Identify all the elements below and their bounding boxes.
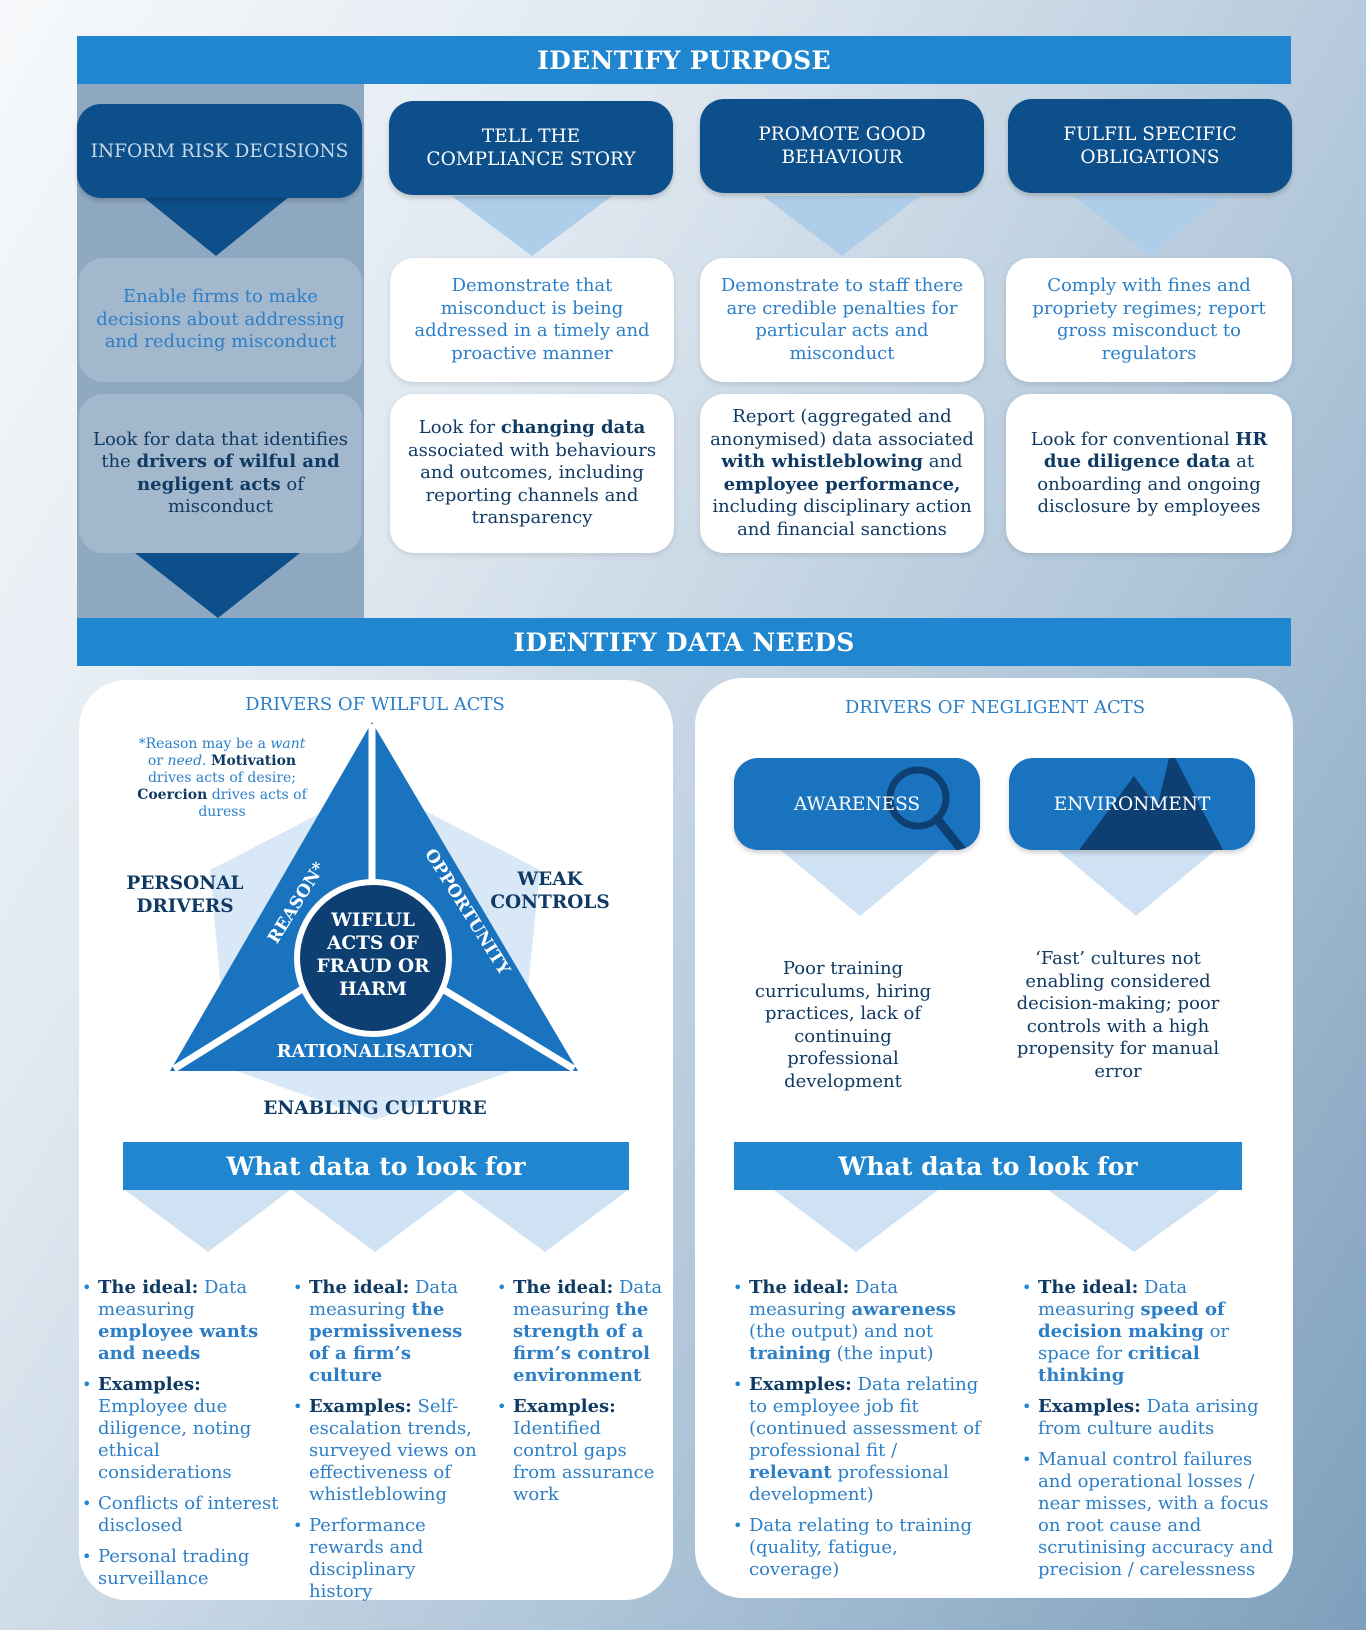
list-item: Examples: Self-escalation trends, survey… — [293, 1396, 483, 1506]
list-item: Examples: Data relating to employee job … — [733, 1374, 981, 1506]
list-item: Performance rewards and disciplinary his… — [293, 1515, 483, 1603]
data-card-promote: Report (aggregated and anonymised) data … — [700, 394, 984, 553]
list-item: The ideal: Data measuring employee wants… — [82, 1277, 287, 1365]
data-card-fulfil: Look for conventional HR due diligence d… — [1006, 394, 1292, 553]
purpose-card-inform: Enable firms to make decisions about add… — [79, 258, 362, 382]
negligent-col1-list: The ideal: Data measuring awareness (the… — [733, 1277, 981, 1590]
mountain-icon — [1079, 758, 1223, 850]
heading-fulfil-specific-obligations: FULFIL SPECIFIC OBLIGATIONS — [1008, 99, 1292, 193]
heading-promote-good-behaviour: PROMOTE GOOD BEHAVIOUR — [700, 99, 984, 193]
list-item: Conflicts of interest disclosed — [82, 1493, 287, 1537]
center-text: WIFLUL ACTS OF FRAUD OR HARM — [316, 910, 430, 1000]
enabling-culture-label: ENABLING CULTURE — [263, 1098, 487, 1119]
rationalisation-label: RATIONALISATION — [276, 1041, 474, 1062]
identify-data-needs-banner: IDENTIFY DATA NEEDS — [77, 618, 1291, 666]
environment-box: ENVIRONMENT — [1009, 758, 1255, 850]
list-item: Examples: Data arising from culture audi… — [1022, 1396, 1274, 1440]
negligent-chevron-2 — [1048, 1190, 1220, 1252]
list-item: The ideal: Data measuring awareness (the… — [733, 1277, 981, 1365]
wilful-col2-list: The ideal: Data measuring the permissive… — [293, 1277, 483, 1612]
list-item: Examples: Identified control gaps from a… — [497, 1396, 667, 1506]
wilful-col3-list: The ideal: Data measuring the strength o… — [497, 1277, 667, 1515]
identify-purpose-title: IDENTIFY PURPOSE — [537, 45, 831, 75]
heading-tell-compliance-story: TELL THE COMPLIANCE STORY — [389, 101, 673, 195]
list-item: The ideal: Data measuring speed of decis… — [1022, 1277, 1274, 1387]
list-item: The ideal: Data measuring the permissive… — [293, 1277, 483, 1387]
wilful-chevron-1 — [125, 1190, 290, 1252]
purpose-card-fulfil: Comply with fines and propriety regimes;… — [1006, 258, 1292, 382]
arrow-inform-down — [135, 553, 300, 618]
negligent-chevron-1 — [774, 1190, 938, 1252]
magnifier-icon — [886, 766, 967, 850]
purpose-card-tell: Demonstrate that misconduct is being add… — [390, 258, 674, 382]
list-item: Data relating to training (quality, fati… — [733, 1515, 981, 1581]
negligent-what-data-bar: What data to look for — [734, 1142, 1242, 1190]
weak-controls-label: WEAK CONTROLS — [490, 869, 610, 913]
center-circle — [294, 879, 452, 1037]
list-item: Examples: Employee due diligence, noting… — [82, 1374, 287, 1484]
list-item: The ideal: Data measuring the strength o… — [497, 1277, 667, 1387]
environment-chevron — [1055, 848, 1218, 916]
arrow-fulfil — [1074, 196, 1224, 256]
wilful-what-data-bar: What data to look for — [123, 1142, 629, 1190]
wilful-chevron-3 — [460, 1190, 628, 1252]
list-item: Manual control failures and operational … — [1022, 1449, 1274, 1581]
list-item: Personal trading surveillance — [82, 1546, 287, 1590]
arrow-tell — [452, 196, 612, 256]
reason-note: *Reason may be a want or need. Motivatio… — [137, 736, 307, 820]
awareness-chevron — [778, 848, 942, 916]
wilful-col1-list: The ideal: Data measuring employee wants… — [82, 1277, 287, 1599]
environment-text: ‘Fast’ cultures not enabling considered … — [1016, 948, 1220, 1082]
arrow-inform — [142, 196, 290, 256]
personal-drivers-label: PERSONAL DRIVERS — [126, 873, 244, 917]
negligent-header: DRIVERS OF NEGLIGENT ACTS — [844, 697, 1146, 718]
environment-label: ENVIRONMENT — [1053, 793, 1211, 815]
awareness-text: Poor training curriculums, hiring practi… — [754, 958, 932, 1092]
data-card-inform: Look for data that identifies the driver… — [79, 394, 362, 553]
heading-inform-risk-decisions: INFORM RISK DECISIONS — [77, 104, 362, 198]
identify-purpose-banner: IDENTIFY PURPOSE — [77, 36, 1291, 84]
wilful-chevron-2 — [292, 1190, 458, 1252]
wilful-header: DRIVERS OF WILFUL ACTS — [245, 694, 505, 715]
data-card-tell: Look for changing data associated with b… — [390, 394, 674, 553]
negligent-col2-list: The ideal: Data measuring speed of decis… — [1022, 1277, 1274, 1590]
purpose-card-promote: Demonstrate to staff there are credible … — [700, 258, 984, 382]
identify-data-needs-title: IDENTIFY DATA NEEDS — [513, 627, 855, 657]
arrow-promote — [763, 196, 920, 256]
awareness-box: AWARENESS — [734, 758, 980, 850]
awareness-label: AWARENESS — [793, 793, 921, 815]
